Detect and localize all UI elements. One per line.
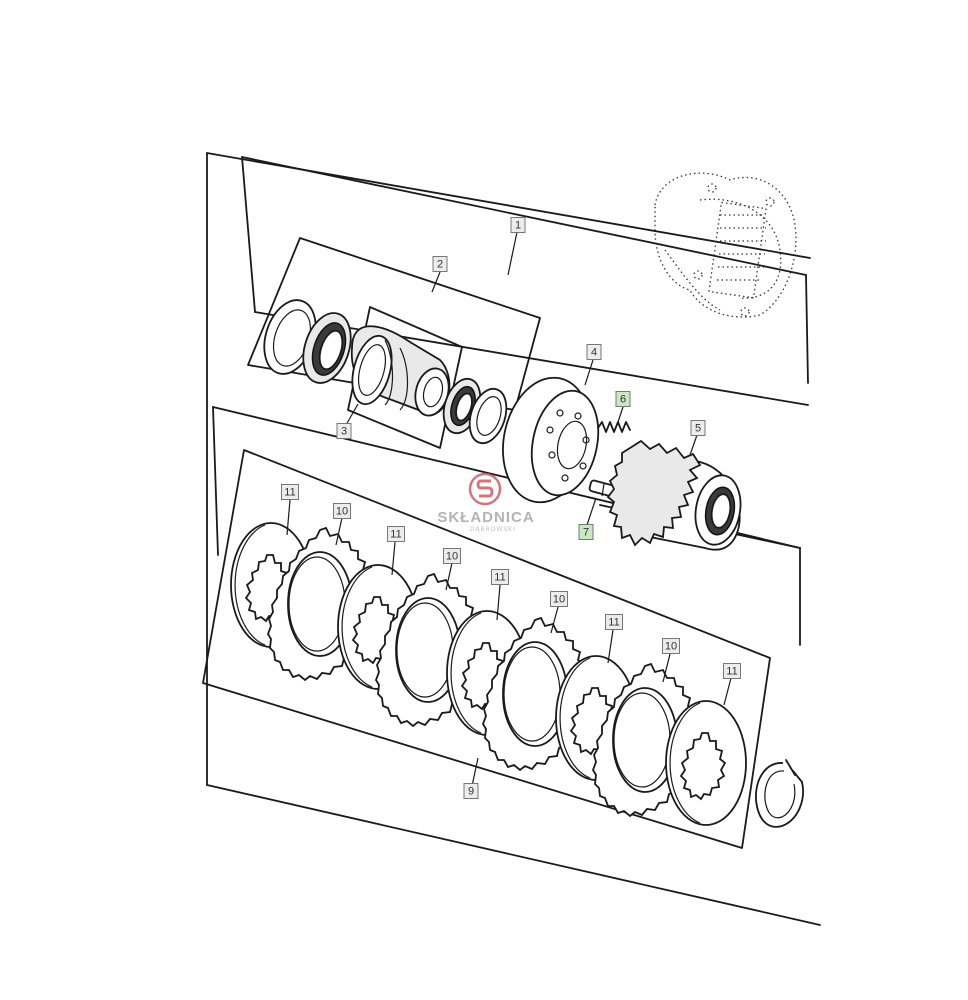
callout-box — [662, 638, 680, 654]
callout-number: 10 — [553, 594, 565, 606]
watermark-logo-mark — [476, 479, 494, 498]
callout-number: 6 — [620, 394, 626, 406]
callout-number: 10 — [336, 506, 348, 518]
housing-outline — [654, 172, 797, 318]
callout-c11c: 11 — [491, 569, 509, 585]
callout-number: 10 — [665, 641, 677, 653]
callout-box — [510, 217, 526, 233]
callout-number: 11 — [726, 666, 737, 678]
callout-number: 11 — [494, 572, 505, 584]
watermark-subtitle: DĄBROWSKI — [470, 527, 516, 533]
callout-c5: 5 — [690, 420, 706, 436]
splined-hub — [606, 439, 742, 551]
callout-box — [491, 569, 509, 585]
callout-c7: 7 — [578, 524, 594, 540]
callout-number: 11 — [390, 529, 401, 541]
callout-c11e: 11 — [723, 663, 741, 679]
callout-labels: 1 2 3 4 5 6 7 9 11 10 11 10 11 10 11 10 11 — [281, 217, 741, 799]
callout-box — [387, 526, 405, 542]
callout-c11a: 11 — [281, 484, 299, 500]
callout-box — [432, 256, 448, 272]
frame-lines — [202, 152, 821, 926]
callout-number: 5 — [695, 423, 701, 435]
callout-c11b: 11 — [387, 526, 405, 542]
callout-number: 2 — [437, 259, 443, 271]
callout-number: 11 — [284, 487, 295, 499]
callout-c4: 4 — [586, 344, 602, 360]
callout-box — [690, 420, 706, 436]
snap-ring — [755, 759, 804, 828]
seal-ring-right — [468, 387, 508, 445]
callout-box — [605, 614, 623, 630]
callout-c2: 2 — [432, 256, 448, 272]
callout-box — [443, 548, 461, 564]
callout-box — [281, 484, 299, 500]
callout-box — [550, 591, 568, 607]
callout-number: 10 — [446, 551, 458, 563]
callout-c9: 9 — [463, 783, 479, 799]
callout-number: 4 — [591, 347, 597, 359]
disc-plain-5 — [665, 700, 747, 826]
callout-number: 3 — [341, 426, 347, 438]
callout-c10b: 10 — [443, 548, 461, 564]
callout-box — [723, 663, 741, 679]
callout-box — [586, 344, 602, 360]
seal-lip-left — [302, 312, 352, 384]
callout-box — [336, 423, 352, 439]
callout-number: 9 — [468, 786, 474, 798]
callout-c11d: 11 — [605, 614, 623, 630]
callout-c10d: 10 — [662, 638, 680, 654]
spring — [597, 421, 631, 433]
callout-number: 11 — [608, 617, 619, 629]
leader-lines — [286, 231, 732, 787]
callout-number: 1 — [515, 220, 521, 232]
watermark-title: SKŁADNICA — [437, 509, 534, 526]
callout-c10c: 10 — [550, 591, 568, 607]
callout-box — [578, 524, 594, 540]
hub-part — [350, 325, 451, 417]
piston-disc — [502, 376, 600, 504]
callout-box — [463, 783, 479, 799]
callout-c10a: 10 — [333, 503, 351, 519]
callout-box — [615, 391, 631, 407]
callout-number: 7 — [583, 527, 589, 539]
watermark: SKŁADNICA DĄBROWSKI — [437, 472, 534, 533]
callout-c6: 6 — [615, 391, 631, 407]
callout-c3: 3 — [336, 423, 352, 439]
callout-c1: 1 — [510, 217, 526, 233]
callout-box — [333, 503, 351, 519]
